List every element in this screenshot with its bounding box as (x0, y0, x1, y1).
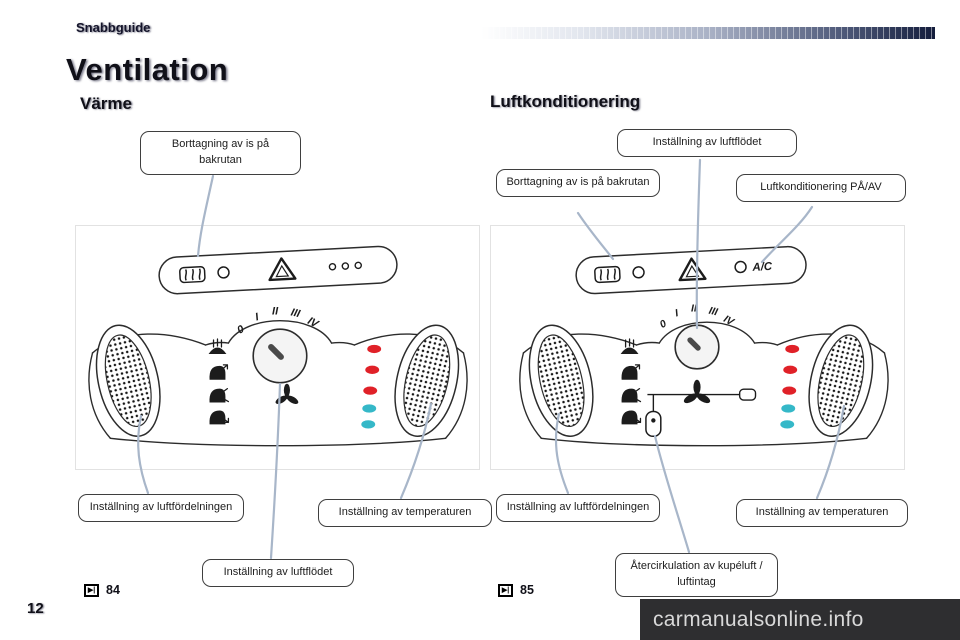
svg-text:IV: IV (305, 315, 321, 331)
temperature-scale-dots (780, 344, 800, 429)
page-title: Ventilation (66, 52, 229, 87)
svg-text:I: I (254, 311, 261, 324)
watermark-text: carmanualsonline.info (653, 607, 864, 631)
fan-icon (275, 383, 299, 405)
air-distribution-icons (620, 338, 642, 425)
temperature-scale-dots (361, 344, 382, 429)
ac-panel-figure: A/C 0 I II III IV (490, 225, 905, 470)
page-ref-icon: ▶| (84, 583, 99, 597)
svg-text:II: II (272, 305, 279, 317)
svg-text:II: II (691, 303, 698, 314)
callout-heat-rear-defrost: Borttagning av is på bakrutan (140, 131, 301, 175)
windshield-air-icon (208, 338, 227, 354)
upper-control-strip: A/C (575, 245, 807, 295)
page-header: Snabbguide (76, 20, 151, 35)
callout-ac-temperature: Inställning av temperaturen (736, 499, 908, 527)
heater-panel-figure: 0 I II III IV (75, 225, 480, 470)
recirculation-lever (645, 410, 662, 438)
right-air-vent (808, 324, 874, 437)
callout-ac-rear-defrost: Borttagning av is på bakrutan (496, 169, 660, 197)
page-number: 12 (27, 600, 44, 617)
section-title-ac: Luftkonditionering (490, 92, 641, 111)
page-ref-ac: ▶| 85 (498, 583, 534, 597)
upper-control-strip (158, 245, 398, 295)
ac-panel-art: A/C 0 I II III IV (519, 245, 889, 447)
face-feet-air-icon (621, 388, 642, 403)
callout-ac-air-distribution: Inställning av luftfördelningen (496, 494, 660, 522)
feet-air-icon (209, 410, 230, 425)
fan-speed-dial (252, 328, 308, 384)
air-distribution-icons (208, 338, 230, 425)
face-air-icon (621, 364, 641, 380)
ac-button-label: A/C (751, 261, 773, 274)
svg-text:0: 0 (658, 318, 668, 331)
rear-defrost-icon (594, 265, 621, 284)
fan-icon (683, 379, 711, 404)
rear-defrost-icon (179, 265, 206, 284)
fan-speed-dial (674, 324, 720, 370)
callout-ac-recirculation: Återcirkulation av kupéluft / luftintag (615, 553, 778, 597)
svg-text:I: I (674, 308, 681, 320)
watermark-bar: carmanualsonline.info (640, 599, 960, 640)
strip-button (217, 266, 230, 279)
left-air-vent (95, 324, 161, 437)
left-air-vent (528, 324, 594, 437)
face-feet-air-icon (209, 388, 230, 403)
heater-panel-art: 0 I II III IV (88, 245, 468, 447)
windshield-air-icon (620, 338, 639, 354)
header-gradient-bar (481, 27, 935, 39)
svg-text:III: III (708, 306, 720, 319)
page-ref-heating: ▶| 84 (84, 583, 120, 597)
callout-heat-temperature: Inställning av temperaturen (318, 499, 492, 527)
feet-air-icon (621, 410, 642, 425)
svg-text:0: 0 (235, 323, 246, 336)
callout-ac-air-flow: Inställning av luftflödet (617, 129, 797, 157)
strip-indicator-dots (328, 261, 362, 271)
strip-button (632, 266, 645, 279)
callout-heat-air-flow: Inställning av luftflödet (202, 559, 354, 587)
callout-ac-on-off: Luftkonditionering PÅ/AV (736, 174, 906, 202)
page-ref-icon: ▶| (498, 583, 513, 597)
ac-button (734, 260, 747, 274)
callout-heat-air-distribution: Inställning av luftfördelningen (78, 494, 244, 522)
svg-text:III: III (290, 306, 303, 320)
hazard-warning-icon (268, 257, 297, 282)
page-ref-number: 84 (106, 583, 120, 597)
section-title-heating: Värme (80, 94, 132, 113)
page-ref-number: 85 (520, 583, 534, 597)
face-air-icon (209, 364, 229, 380)
